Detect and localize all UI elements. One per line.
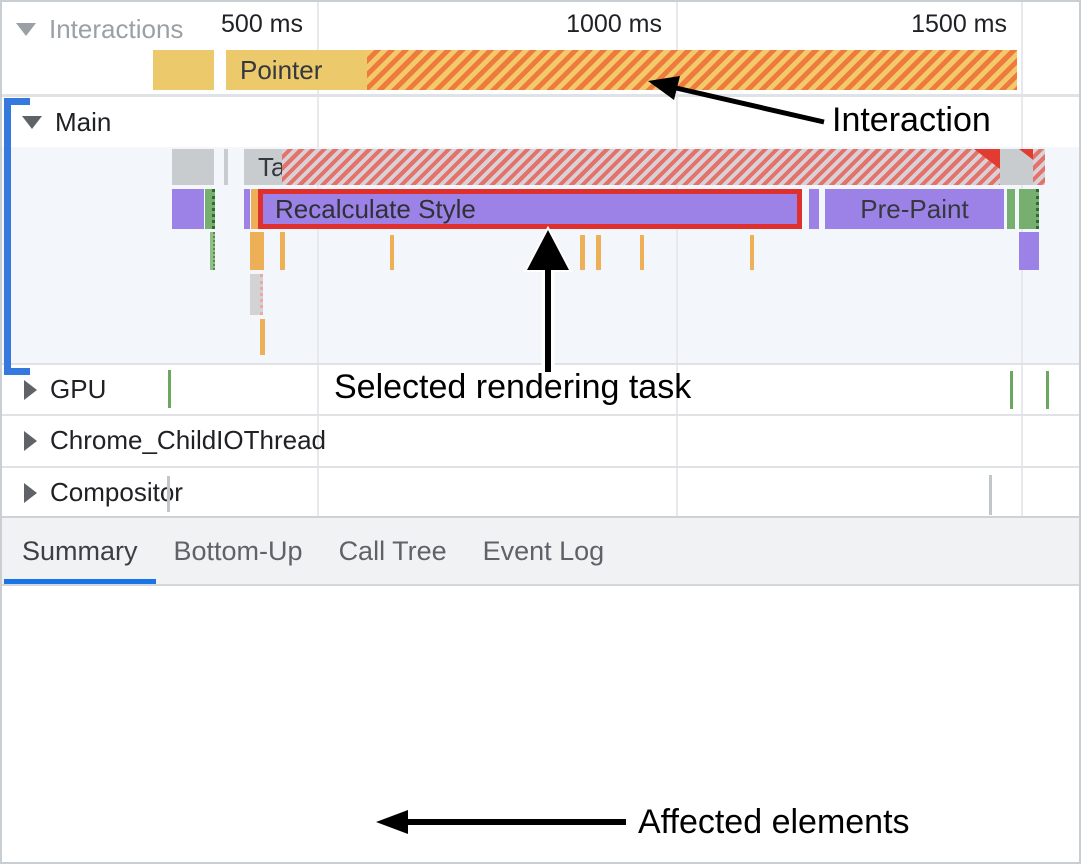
tab-event-log[interactable]: Event Log [465, 518, 623, 584]
track-divider [2, 94, 1079, 97]
bar-recalculate-style-selected[interactable]: Recalculate Style [258, 189, 802, 229]
flame-bar-task-small[interactable] [250, 274, 263, 315]
tab-label: Summary [22, 535, 138, 566]
tab-label: Bottom-Up [173, 535, 303, 566]
track-divider [2, 466, 1079, 468]
flame-bar-script[interactable] [251, 189, 258, 229]
track-header-compositor[interactable]: Compositor [24, 477, 183, 508]
track-label: Interactions [49, 14, 184, 44]
ruler-label: 1500 ms [911, 10, 1007, 38]
annotation-affected-elements: Affected elements [638, 803, 910, 841]
expand-triangle-icon[interactable] [24, 482, 37, 503]
annotation-selected-rendering-task: Selected rendering task [334, 368, 692, 406]
ruler-label: 500 ms [221, 10, 303, 38]
flame-bar-paint[interactable] [210, 232, 215, 270]
flame-bar-task-small[interactable] [172, 149, 214, 185]
bar-task-long-striped[interactable] [282, 149, 1000, 185]
tab-label: Call Tree [338, 535, 447, 566]
flame-bar-paint[interactable] [1019, 189, 1039, 229]
flame-bar-script[interactable] [640, 235, 644, 270]
flame-bar-style[interactable] [244, 189, 250, 229]
tab-call-tree[interactable]: Call Tree [321, 518, 465, 584]
panel-divider[interactable] [2, 516, 1079, 518]
gridline [676, 2, 678, 516]
track-label: Chrome_ChildIOThread [50, 425, 327, 455]
track-header-gpu[interactable]: GPU [24, 374, 106, 405]
flame-bar-script[interactable] [750, 235, 754, 270]
flame-bar-label: Recalculate Style [275, 193, 476, 224]
compositor-activity-tick[interactable] [167, 476, 170, 512]
gpu-activity-tick[interactable] [1046, 371, 1049, 409]
bar-task-2-striped-edge[interactable] [1033, 149, 1045, 185]
flame-bar-label: Pre-Paint [860, 193, 969, 224]
bar-task[interactable]: Task [244, 149, 311, 185]
collapse-triangle-icon[interactable] [16, 23, 36, 36]
timeline-tracks: 500 ms 1000 ms 1500 ms Interactions Main G… [2, 2, 1079, 518]
ruler-label: 1000 ms [566, 10, 662, 38]
track-label: Main [55, 107, 112, 137]
summary-panel: Recalculate Style Total Time752.09 ms Se… [2, 586, 1079, 862]
bar-pointer-presentation-delay[interactable] [367, 50, 1017, 90]
flame-bar-style[interactable] [809, 189, 819, 229]
track-header-main[interactable]: Main [22, 107, 111, 138]
flame-bar-paint[interactable] [1007, 189, 1015, 229]
flame-bar-script[interactable] [390, 235, 394, 270]
bar-pointer[interactable]: Pointer [226, 50, 367, 90]
track-header-chrome-childiothread[interactable]: Chrome_ChildIOThread [24, 425, 326, 456]
track-divider [2, 363, 1079, 365]
flame-bar-style[interactable] [1019, 232, 1039, 270]
expand-triangle-icon[interactable] [24, 430, 37, 451]
flame-bar-style[interactable] [172, 189, 204, 229]
gpu-activity-tick[interactable] [1010, 371, 1013, 409]
track-divider [2, 414, 1079, 416]
flame-bar-script[interactable] [260, 319, 265, 355]
details-tab-bar: Summary Bottom-Up Call Tree Event Log [2, 518, 1079, 586]
tab-label: Event Log [482, 535, 605, 566]
compositor-activity-tick[interactable] [989, 475, 992, 515]
tab-summary[interactable]: Summary [4, 518, 156, 584]
long-task-warning-triangle-icon [974, 149, 1000, 169]
interaction-whisker-bar[interactable] [153, 50, 214, 90]
gridline [317, 2, 319, 516]
flame-bar-script[interactable] [580, 235, 585, 270]
track-label: GPU [50, 374, 107, 404]
gpu-activity-tick[interactable] [168, 370, 171, 408]
flame-bar-label: Pointer [240, 54, 323, 85]
flame-bar-paint[interactable] [205, 189, 215, 229]
flame-bar-script[interactable] [280, 232, 285, 270]
flame-bar-script[interactable] [250, 232, 264, 270]
collapse-triangle-icon[interactable] [22, 116, 42, 129]
flame-bar-task-sliver[interactable] [224, 149, 228, 185]
track-header-interactions[interactable]: Interactions [16, 14, 183, 45]
track-label: Compositor [50, 477, 183, 507]
expand-triangle-icon[interactable] [24, 379, 37, 400]
annotation-interaction: Interaction [832, 101, 991, 139]
flame-bar-script[interactable] [596, 235, 601, 270]
tab-bottom-up[interactable]: Bottom-Up [156, 518, 321, 584]
selected-track-bracket [4, 98, 30, 375]
bar-pre-paint[interactable]: Pre-Paint [825, 189, 1004, 229]
